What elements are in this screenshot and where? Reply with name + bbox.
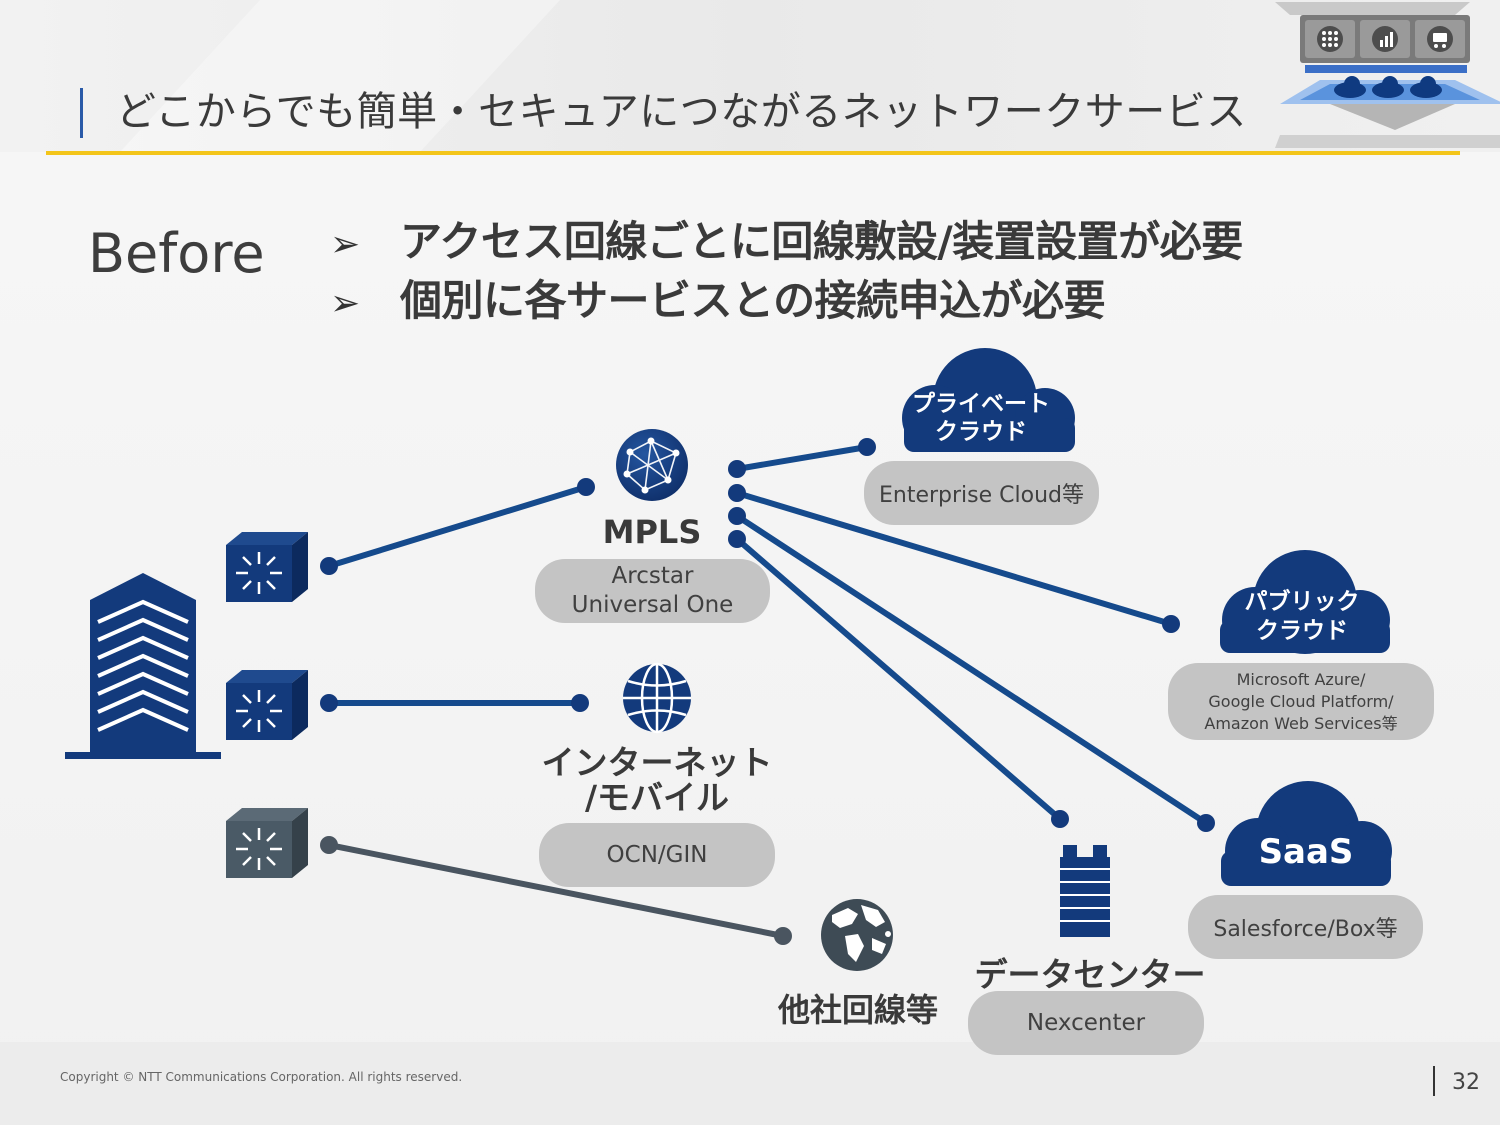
- cloud-icon: [902, 348, 1075, 452]
- bullet-text: 個別に各サービスとの接続申込が必要: [400, 276, 1106, 325]
- public-cloud-label: パブリック クラウド: [1212, 588, 1392, 646]
- mpls-service-line1: Arcstar: [611, 563, 694, 589]
- private-cloud-line2: クラウド: [935, 419, 1027, 445]
- other-carrier-label: 他社回線等: [777, 991, 938, 1029]
- page-number-separator: [1433, 1066, 1435, 1096]
- public-cloud-service-line3: Amazon Web Services等: [1204, 713, 1398, 733]
- datacenter-service-pill: Nexcenter: [968, 991, 1204, 1055]
- saas-service-pill: Salesforce/Box等: [1188, 895, 1423, 959]
- private-cloud-line1: プライベート: [912, 391, 1050, 417]
- copyright-text: Copyright © NTT Communications Corporati…: [60, 1070, 463, 1084]
- internet-label-line2: /モバイル: [584, 778, 730, 817]
- title-underline: [46, 151, 1460, 155]
- mpls-service-pill: Arcstar Universal One: [535, 559, 770, 623]
- world-map-icon: [821, 899, 893, 971]
- connection-endpoints: [320, 438, 1215, 945]
- public-cloud-service-line1: Microsoft Azure/: [1236, 669, 1366, 689]
- private-cloud-label: プライベート クラウド: [892, 390, 1070, 446]
- link-mpls-saas: [734, 513, 1209, 826]
- mpls-service-line2: Universal One: [571, 592, 734, 618]
- cloud-service-gadget-icon: [1275, 2, 1500, 148]
- public-cloud-line1: パブリック: [1244, 589, 1360, 615]
- public-cloud-service-line2: Google Cloud Platform/: [1208, 691, 1394, 711]
- router-icon: [226, 808, 308, 878]
- router-icon: [226, 670, 308, 740]
- title-accent-bar: [80, 88, 83, 138]
- link-router1-mpls: [326, 484, 589, 569]
- cloud-icon: [1221, 781, 1392, 886]
- page-number: 32: [1452, 1070, 1480, 1095]
- cloud-icon: [1220, 550, 1390, 654]
- server-rack-icon: [1060, 845, 1110, 937]
- bullet-item: ➢ アクセス回線ごとに回線敷設/装置設置が必要: [330, 208, 1243, 269]
- link-mpls-private-cloud: [734, 444, 870, 472]
- private-cloud-service-pill: Enterprise Cloud等: [864, 461, 1099, 525]
- public-cloud-service-pill: Microsoft Azure/ Google Cloud Platform/ …: [1168, 663, 1434, 740]
- bullet-item: ➢ 個別に各サービスとの接続申込が必要: [330, 267, 1106, 328]
- connection-lines: [326, 444, 1209, 939]
- building-icon: [65, 573, 221, 759]
- bullet-arrow-icon: ➢: [330, 224, 361, 265]
- link-mpls-datacenter: [734, 536, 1063, 822]
- bullet-text: アクセス回線ごとに回線敷設/装置設置が必要: [400, 217, 1243, 266]
- page-title: どこからでも簡単・セキュアにつながるネットワークサービス: [116, 89, 1247, 135]
- header-background: [0, 0, 1500, 152]
- link-mpls-public-cloud: [734, 490, 1174, 627]
- saas-label: SaaS: [1258, 832, 1354, 872]
- mpls-network-icon: [616, 429, 688, 501]
- mpls-label: MPLS: [602, 513, 702, 551]
- link-router3-othercarrier: [326, 842, 786, 939]
- internet-label-line1: インターネット: [541, 743, 773, 782]
- internet-label: インターネット /モバイル: [527, 745, 787, 815]
- before-label: Before: [88, 222, 265, 285]
- internet-service-pill: OCN/GIN: [539, 823, 775, 887]
- datacenter-label: データセンター: [974, 955, 1206, 994]
- bullet-arrow-icon: ➢: [330, 283, 361, 324]
- router-icon: [226, 532, 308, 602]
- header-diagonal-shade: [120, 0, 560, 152]
- footer-band: [0, 1042, 1500, 1125]
- public-cloud-line2: クラウド: [1256, 618, 1348, 644]
- globe-icon: [623, 662, 691, 734]
